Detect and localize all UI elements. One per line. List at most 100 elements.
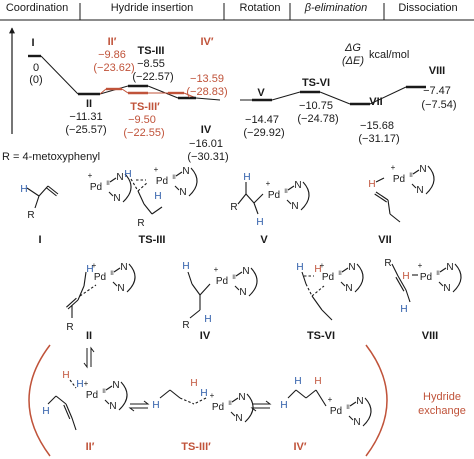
svg-text:+: + [84, 379, 89, 388]
svg-text:+: + [320, 261, 325, 270]
svg-text:II: II [110, 270, 114, 277]
state-VII-de: (−31.17) [358, 133, 399, 145]
state-VII-dg: −15.68 [360, 120, 394, 132]
svg-text:II: II [284, 188, 288, 195]
svg-text:II: II [102, 388, 106, 395]
r-group: R [27, 210, 34, 221]
palladium-atom: Pd [94, 272, 106, 283]
svg-text:II: II [106, 180, 110, 187]
palladium-atom: Pd [156, 176, 168, 187]
r-group: R [182, 320, 189, 331]
r-group-definition: R = 4-metoxyphenyl [2, 151, 100, 163]
state-V-label: V [257, 87, 265, 99]
state-II-dg: −11.31 [69, 111, 102, 123]
delta-g-label: ΔG [344, 42, 361, 54]
state-V-de: (−29.92) [243, 127, 284, 139]
palladium-atom: Pd [90, 182, 102, 193]
state-IV-prime-dg: −13.59 [190, 73, 224, 85]
state-VIII-dg: −7.47 [423, 85, 451, 97]
nitrogen-atom: N [419, 164, 426, 175]
state-TS-VI-dg: −10.75 [299, 100, 333, 112]
nitrogen-atom: N [291, 201, 298, 212]
nitrogen-atom: N [345, 283, 352, 294]
svg-text:+: + [154, 165, 159, 174]
nitrogen-atom: N [348, 262, 355, 273]
hydrogen-atom: H [200, 388, 207, 399]
nitrogen-atom: N [182, 166, 189, 177]
state-TS-III-label: TS-III [138, 45, 165, 57]
energy-levels [28, 54, 426, 106]
state-I-label: I [31, 37, 34, 49]
nitrogen-atom: N [353, 417, 360, 428]
state-TS-VI-de: (−24.78) [297, 113, 338, 125]
structure-label-II-prime: II′ [86, 441, 95, 453]
palladium-atom: Pd [212, 402, 224, 413]
hydrogen-atom: H [314, 376, 321, 387]
state-TS-III-prime-de: (−22.55) [123, 127, 164, 139]
svg-text:+: + [210, 391, 215, 400]
hydrogen-atom: H [204, 314, 211, 325]
structure-label-II: II [86, 330, 92, 342]
exchange-bracket-right [365, 344, 388, 457]
svg-text:+: + [418, 261, 423, 270]
structure-label-TS-III: TS-III [139, 234, 166, 246]
hydrogen-atom: H [314, 264, 321, 275]
state-II-prime-dg: −9.86 [98, 49, 126, 61]
nitrogen-atom: N [117, 283, 124, 294]
svg-text:+: + [266, 179, 271, 188]
equilibrium-arrow-vertical [83, 346, 95, 369]
equilibrium-arrows [83, 346, 272, 412]
structure-label-V: V [260, 234, 268, 246]
svg-text:II: II [409, 172, 413, 179]
svg-text:II: II [232, 274, 236, 281]
svg-text:II: II [172, 174, 176, 181]
state-IV-de: (−30.31) [187, 151, 228, 163]
hydrogen-atom: H [256, 217, 263, 228]
nitrogen-atom: N [446, 262, 453, 273]
stage-dissociation: Dissociation [398, 2, 457, 14]
stage-beta-elimination: β-elimination [304, 2, 368, 14]
structure-label-IV-prime: IV′ [293, 441, 306, 453]
hydrogen-atom: H [182, 261, 189, 272]
palladium-atom: Pd [322, 272, 334, 283]
palladium-atom: Pd [330, 406, 342, 417]
palladium-atom: Pd [86, 390, 98, 401]
state-II-de: (−25.57) [65, 124, 106, 136]
state-I-de: (0) [29, 74, 42, 86]
structure-label-I: I [38, 234, 41, 246]
palladium-atom: Pd [216, 276, 228, 287]
palladium-atom: Pd [393, 174, 405, 185]
nitrogen-atom: N [116, 172, 123, 183]
hydrogen-atom: H [243, 172, 250, 183]
nitrogen-atom: N [120, 262, 127, 273]
svg-text:+: + [391, 163, 396, 172]
state-TS-III-prime-label: TS-III′ [130, 101, 160, 113]
nitrogen-atom: N [356, 396, 363, 407]
state-I-dg: 0 [33, 62, 39, 74]
state-VIII-de: (−7.54) [421, 99, 456, 111]
hydrogen-atom: H [280, 400, 287, 411]
palladium-atom: Pd [420, 272, 432, 283]
svg-text:+: + [214, 265, 219, 274]
nitrogen-atom: N [238, 392, 245, 403]
hydrogen-atom: H [62, 370, 69, 381]
hydrogen-atom: H [368, 179, 375, 190]
svg-text:II: II [338, 270, 342, 277]
hydrogen-atom: H [400, 304, 407, 315]
state-IV-prime-de: (−28.83) [186, 86, 227, 98]
structure-label-IV: IV [200, 330, 211, 342]
r-group: R [230, 202, 237, 213]
hydrogen-atom: H [20, 184, 27, 195]
hydrogen-atom: H [154, 191, 161, 202]
r-group: R [66, 322, 73, 333]
svg-text:+: + [92, 261, 97, 270]
hydrogen-atom: H [294, 376, 301, 387]
state-V-dg: −14.47 [245, 114, 279, 126]
hydride-exchange-label-2: exchange [418, 405, 466, 417]
